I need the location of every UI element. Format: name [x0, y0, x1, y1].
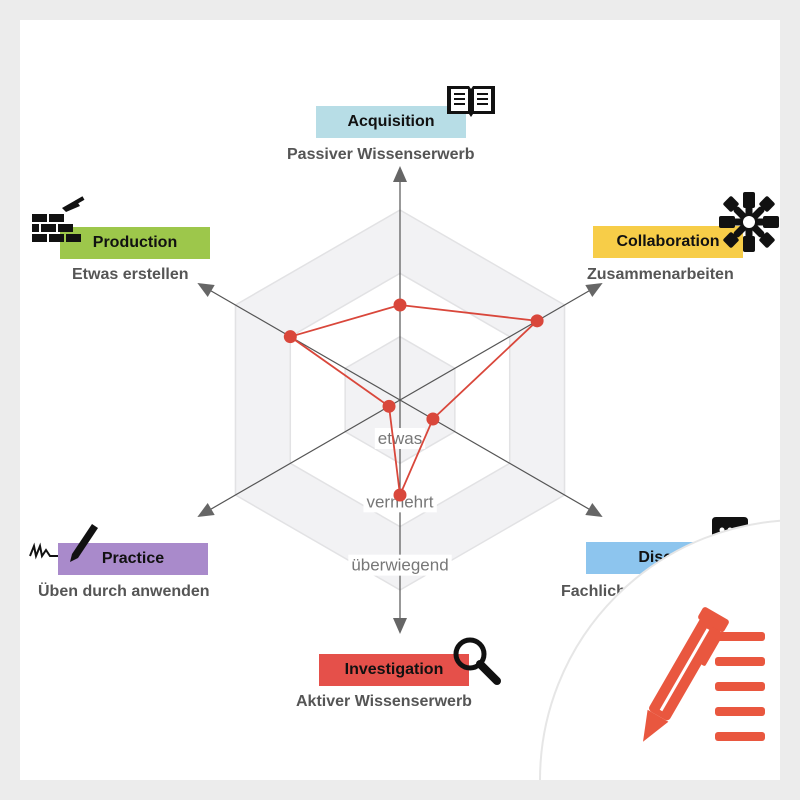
data-point-4 [382, 399, 396, 413]
axis-arrow-2 [585, 502, 603, 517]
open-book-icon [447, 86, 495, 117]
chat-bubbles-icon [712, 517, 772, 559]
axis-arrow-4 [197, 502, 215, 517]
axis-subtitle-discussion: Fachlichen [561, 583, 645, 600]
axis-arrow-0 [393, 166, 407, 182]
axis-subtitle-production: Etwas erstellen [72, 266, 189, 283]
team-hands-icon [719, 192, 779, 252]
level-label-bg-0 [374, 428, 426, 449]
pen-signature-icon [29, 524, 98, 562]
axis-subtitle-investigation: Aktiver Wissenserwerb [296, 693, 472, 710]
magnifier-icon [453, 637, 501, 685]
axis-label-practice: Practice [58, 543, 208, 575]
data-point-0 [393, 298, 407, 312]
axis-label-collaboration: Collaboration [593, 226, 743, 258]
radar-series [283, 298, 544, 502]
level-label-1: vermehrt [366, 492, 433, 511]
axis-subtitle-collaboration: Zusammenarbeiten [587, 266, 734, 283]
axis-subtitle-practice: Üben durch anwenden [38, 583, 210, 600]
axis-line-4 [200, 399, 401, 516]
brick-wall-trowel-icon [32, 196, 85, 242]
data-point-1 [530, 314, 544, 328]
axis-arrow-3 [393, 618, 407, 634]
axis-label-acquisition: Acquisition [316, 106, 466, 138]
level-label-0: etwas [378, 429, 422, 448]
level-label-bg-2 [348, 554, 452, 576]
axis-arrow-5 [197, 283, 215, 298]
axis-label-production: Production [60, 227, 210, 259]
level-label-2: überwiegend [351, 556, 448, 575]
radar-chart: etwas vermehrt überwiegend [197, 166, 603, 634]
chart-card: etwas vermehrt überwiegend Acquisition Pas… [20, 20, 780, 780]
level-labels: etwas vermehrt überwiegend [348, 428, 452, 576]
axis-label-investigation: Investigation [319, 654, 469, 686]
axis-line-1 [399, 284, 600, 401]
data-point-2 [426, 412, 440, 426]
radar-axes [197, 166, 603, 634]
axis-arrow-1 [585, 283, 603, 298]
axis-subtitle-acquisition: Passiver Wissenserwerb [287, 146, 475, 163]
data-point-3 [393, 488, 407, 502]
data-point-5 [283, 330, 297, 344]
axis-line-5 [200, 284, 401, 401]
level-label-bg-1 [363, 491, 437, 513]
